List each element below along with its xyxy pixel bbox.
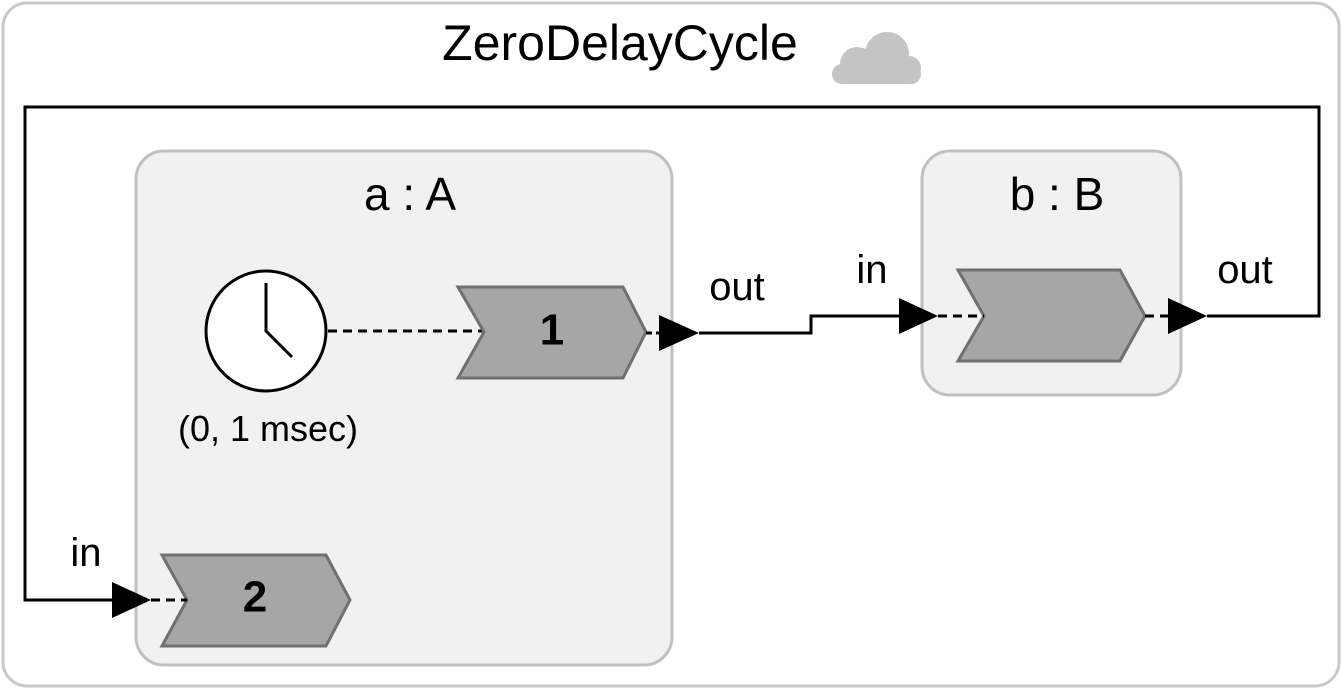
- port-b-out-label: out: [1217, 248, 1273, 292]
- port-b-in[interactable]: [899, 298, 938, 334]
- port-a-out-label: out: [709, 265, 765, 309]
- reaction-b[interactable]: [955, 268, 1147, 363]
- cloud-icon: [832, 32, 921, 84]
- reaction-1[interactable]: 1: [455, 285, 648, 380]
- port-a-in[interactable]: [112, 582, 151, 618]
- reaction-2-label: 2: [243, 573, 267, 622]
- connection-a-out-to-b-in[interactable]: [699, 314, 899, 335]
- reaction-2[interactable]: 2: [159, 553, 352, 648]
- port-a-in-label: in: [70, 531, 101, 575]
- port-b-in-label: in: [856, 248, 887, 292]
- connection-b-out-to-a-in[interactable]: [23, 105, 1321, 602]
- port-b-out[interactable]: [1168, 298, 1207, 334]
- timer-label: (0, 1 msec): [178, 408, 358, 449]
- reactor-a-label: a : A: [364, 168, 456, 220]
- reactor-b-label: b : B: [1010, 168, 1105, 220]
- port-a-out[interactable]: [659, 315, 699, 351]
- diagram-title: ZeroDelayCycle: [442, 15, 798, 71]
- clock-icon: [204, 269, 328, 393]
- reaction-1-label: 1: [540, 306, 564, 355]
